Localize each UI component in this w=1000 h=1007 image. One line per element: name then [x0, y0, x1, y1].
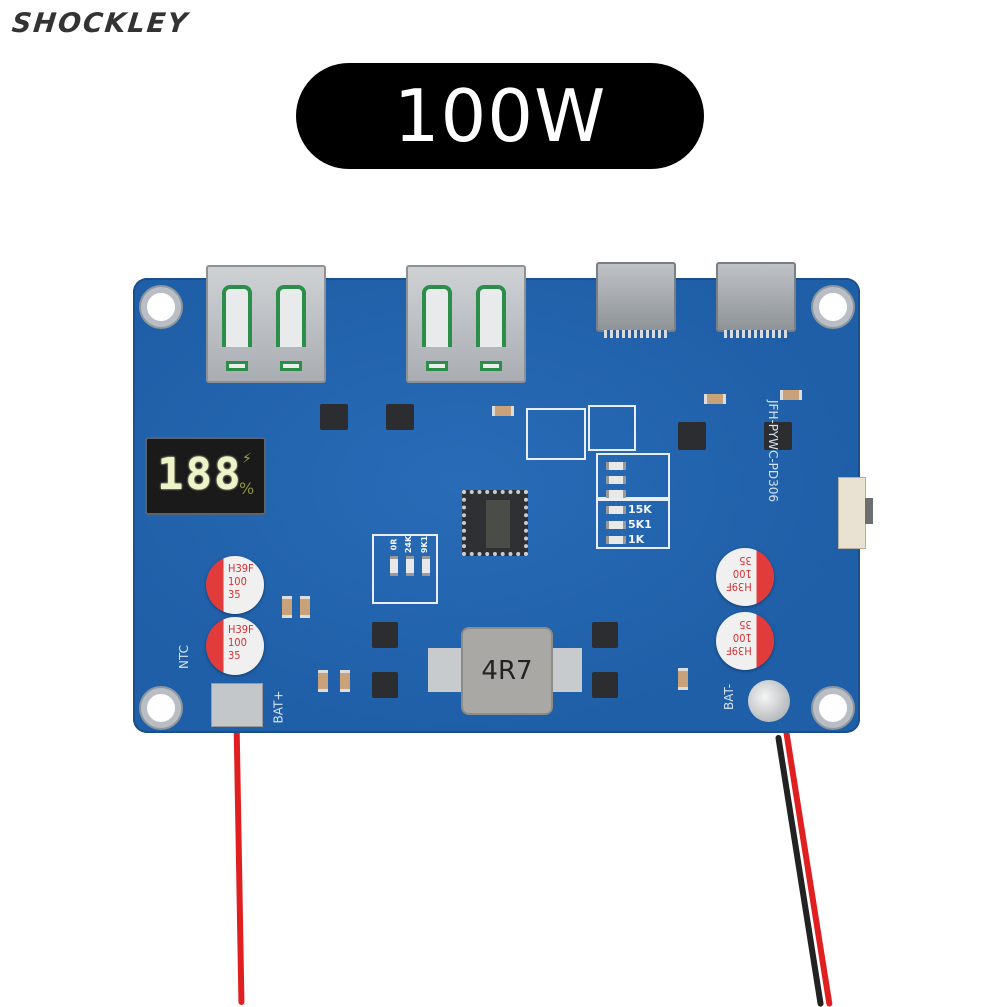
small-resistor-label: 24K	[404, 535, 414, 554]
silk-box	[372, 534, 438, 604]
smd-capacitor	[704, 394, 726, 404]
small-resistor-label: 9K1	[420, 535, 430, 554]
display-digits: 188	[157, 449, 243, 500]
mount-hole-bl	[141, 688, 181, 728]
red-wire-left	[233, 719, 245, 1006]
ic-chip	[764, 422, 792, 450]
smd-capacitor	[300, 596, 310, 618]
resistor	[606, 506, 626, 514]
mosfet	[372, 672, 398, 698]
percent-icon: %	[239, 479, 255, 498]
bat-plus-pad	[211, 683, 263, 727]
power-badge: 100W	[296, 63, 704, 169]
led-display: 188 ⚡ %	[145, 437, 266, 515]
mosfet	[592, 672, 618, 698]
mount-hole-tl	[141, 287, 181, 327]
usb-a-port-2	[406, 265, 526, 383]
ic-chip	[386, 404, 414, 430]
smd-capacitor	[678, 668, 688, 690]
usb-a-port-1	[206, 265, 326, 383]
red-wire-right	[783, 729, 833, 1007]
smd-capacitor	[492, 406, 514, 416]
resistor	[606, 476, 626, 484]
smd-capacitor	[340, 670, 350, 692]
smd-capacitor	[780, 390, 802, 400]
power-inductor: 4R7	[461, 627, 553, 715]
ic-chip	[678, 422, 706, 450]
resistor-label: 1K	[628, 533, 645, 546]
bat-plus-label: BAT+	[271, 690, 286, 724]
resistor-label: 15K	[628, 503, 652, 516]
usb-c-port-2	[716, 262, 796, 338]
inductor-pad	[428, 648, 464, 692]
resistor	[406, 556, 414, 576]
mosfet	[592, 622, 618, 648]
mosfet	[372, 622, 398, 648]
black-wire-right	[775, 734, 824, 1007]
slide-switch[interactable]	[838, 477, 873, 549]
microcontroller	[462, 490, 528, 556]
ic-chip	[320, 404, 348, 430]
small-resistor-label: 0R	[389, 538, 399, 551]
mount-hole-br	[813, 688, 853, 728]
resistor-label: 5K1	[628, 518, 652, 531]
bat-minus-label: BAT-	[722, 683, 737, 711]
ntc-label: NTC	[176, 645, 191, 669]
resistor	[606, 536, 626, 544]
silk-box	[596, 453, 670, 499]
bat-minus-pad	[748, 680, 790, 722]
silk-box	[526, 408, 586, 460]
mount-hole-tr	[813, 287, 853, 327]
resistor	[390, 556, 398, 576]
silk-box	[596, 499, 670, 549]
brand-logo: SHOCKLEY	[10, 8, 191, 39]
model-label: JFH-PYWC-PD306	[766, 400, 780, 503]
bolt-icon: ⚡	[242, 451, 252, 467]
resistor	[606, 462, 626, 470]
smd-capacitor	[282, 596, 292, 618]
usb-c-port-1	[596, 262, 676, 338]
smd-capacitor	[318, 670, 328, 692]
resistor	[606, 490, 626, 498]
resistor	[422, 556, 430, 576]
resistor	[606, 521, 626, 529]
silk-box	[588, 405, 636, 451]
